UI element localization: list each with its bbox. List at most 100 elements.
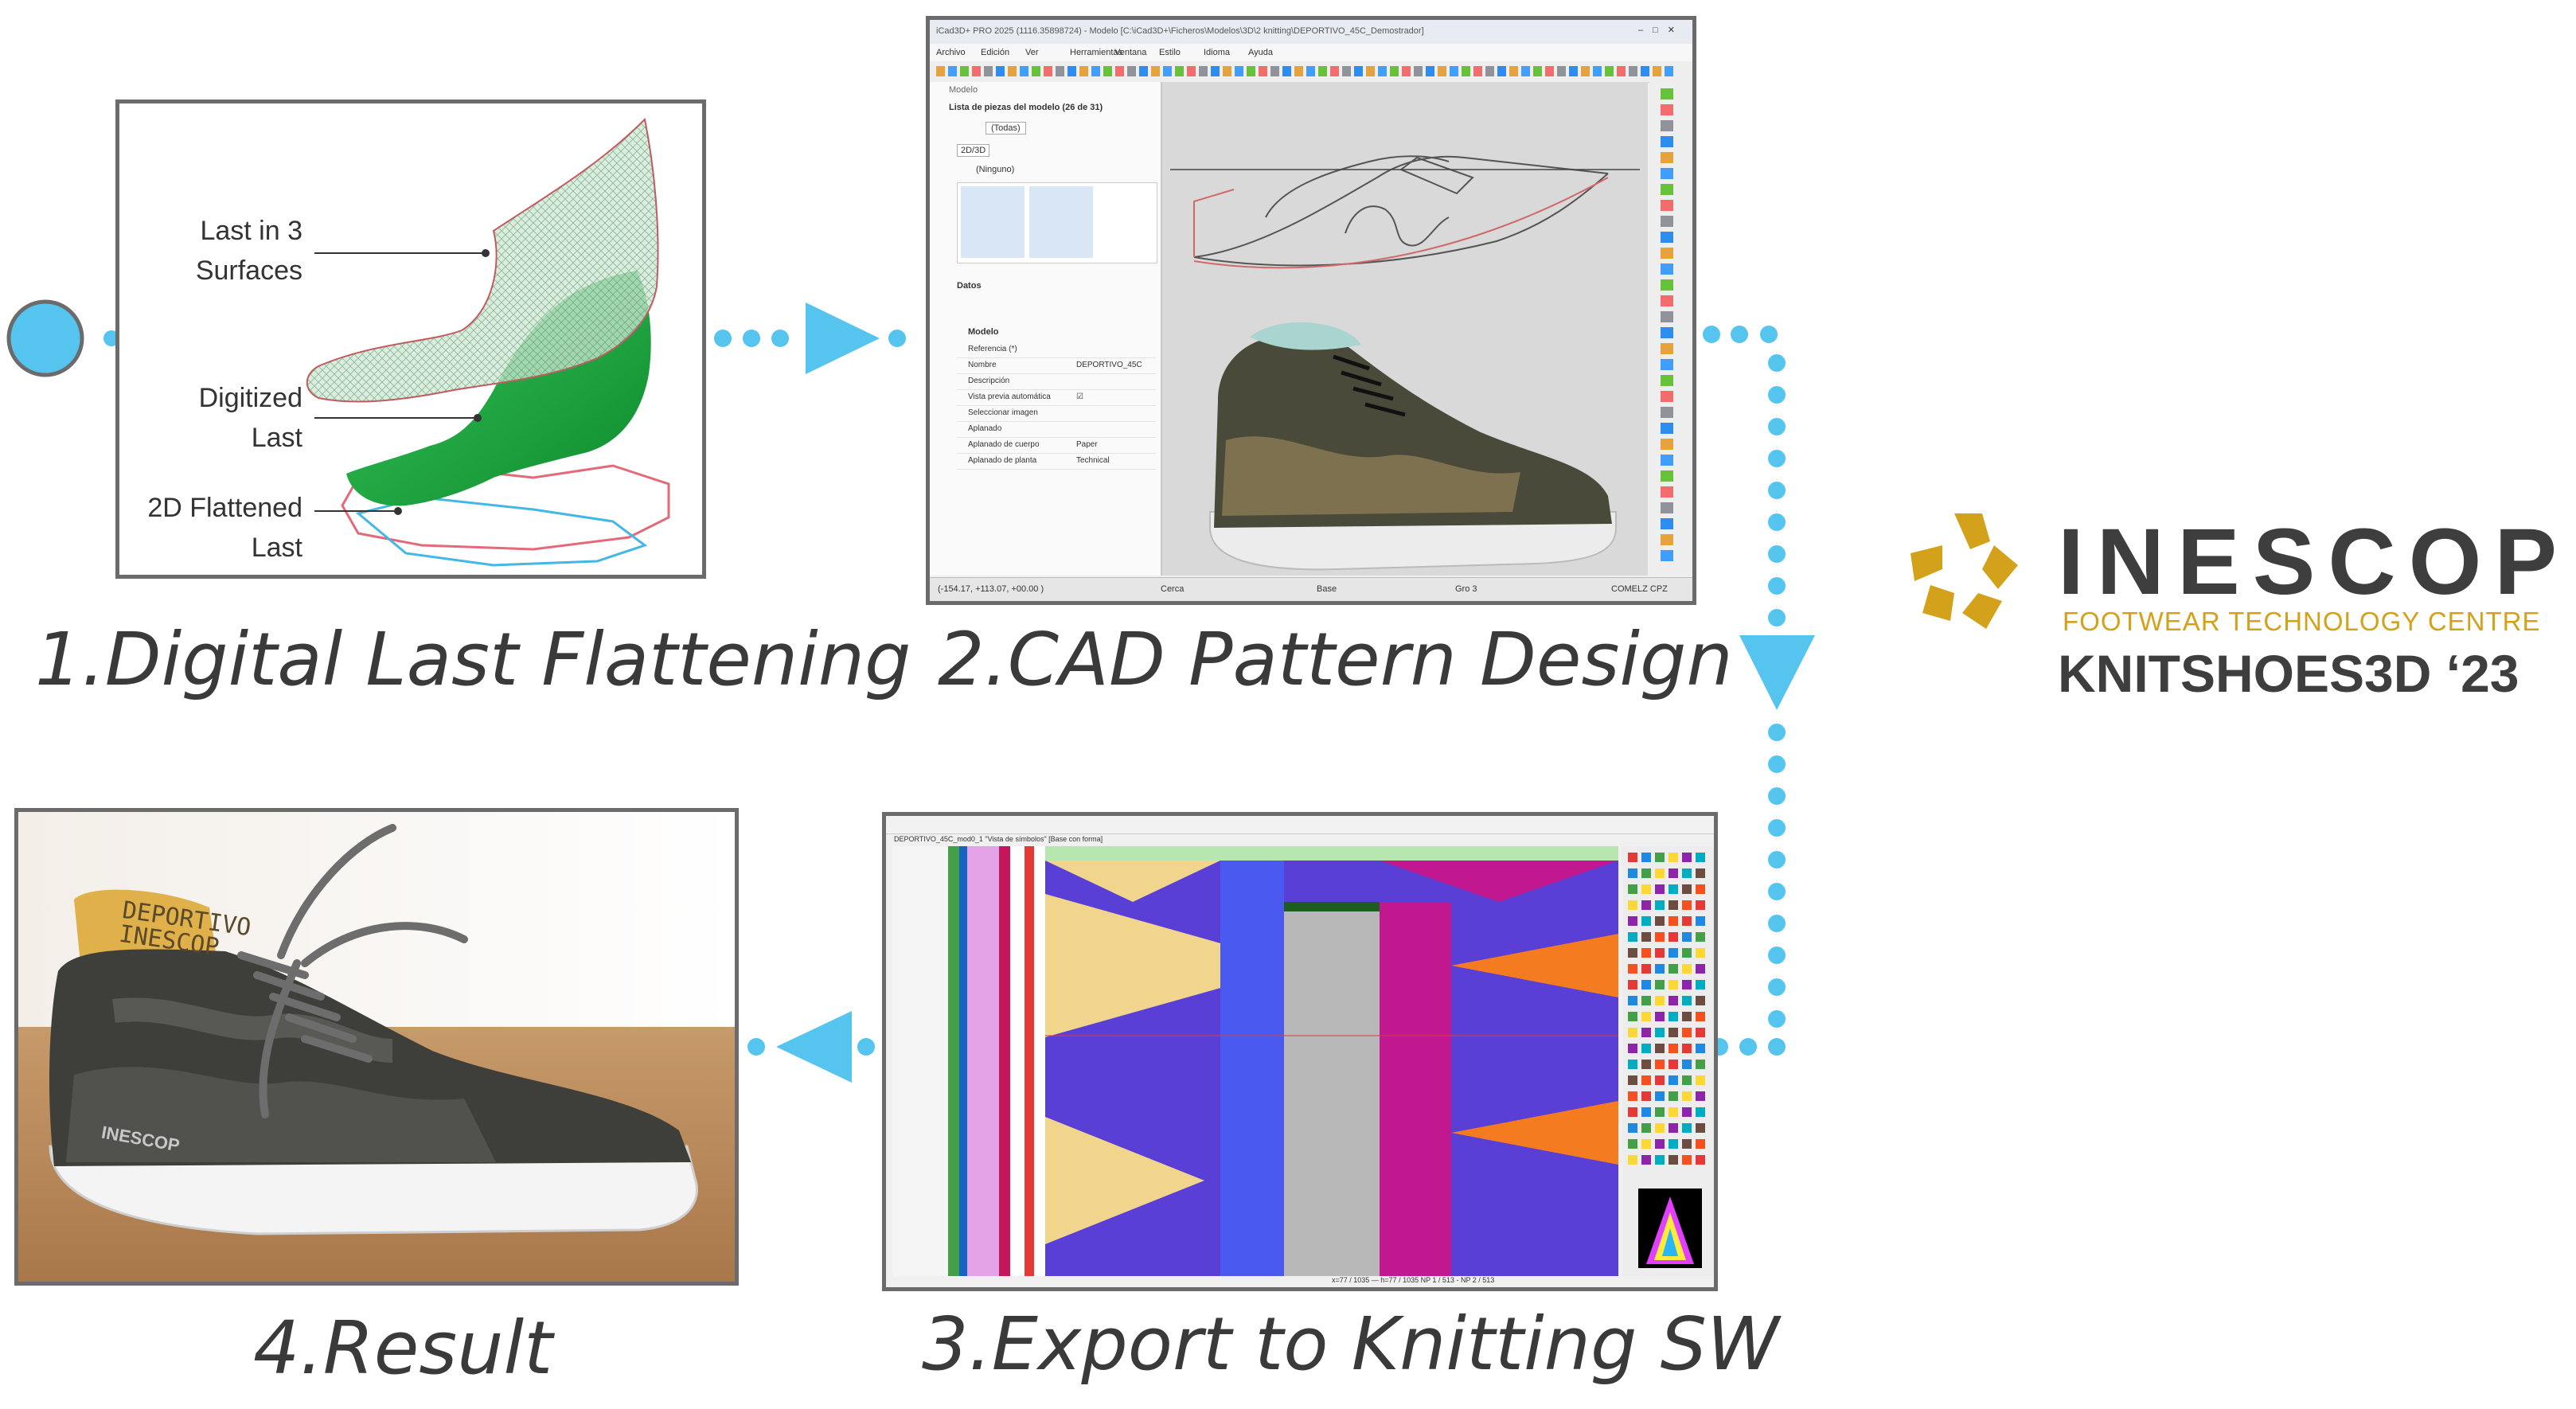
palette-swatch[interactable] xyxy=(1641,1044,1651,1053)
side-tool-icon[interactable] xyxy=(1661,359,1673,370)
palette-swatch[interactable] xyxy=(1655,1028,1665,1037)
toolbar-tool-icon[interactable] xyxy=(936,66,945,76)
property-row[interactable]: Vista previa automática☑ xyxy=(957,389,1156,406)
toolbar-tool-icon[interactable] xyxy=(1569,66,1578,76)
side-tool-icon[interactable] xyxy=(1661,88,1673,100)
palette-swatch[interactable] xyxy=(1628,868,1637,878)
palette-swatch[interactable] xyxy=(1655,1107,1665,1117)
palette-swatch[interactable] xyxy=(1628,916,1637,926)
property-row[interactable]: Seleccionar imagen xyxy=(957,405,1156,422)
palette-swatch[interactable] xyxy=(1696,964,1705,974)
toolbar-tool-icon[interactable] xyxy=(1545,66,1554,76)
palette-swatch[interactable] xyxy=(1655,996,1665,1005)
toolbar-tool-icon[interactable] xyxy=(1187,66,1196,76)
palette-swatch[interactable] xyxy=(1669,996,1678,1005)
side-tool-icon[interactable] xyxy=(1661,518,1673,529)
palette-swatch[interactable] xyxy=(1628,1155,1637,1165)
side-tool-icon[interactable] xyxy=(1661,279,1673,291)
palette-swatch[interactable] xyxy=(1682,853,1692,862)
menu-item[interactable]: Ayuda xyxy=(1248,48,1273,57)
toolbar-tool-icon[interactable] xyxy=(1473,66,1482,76)
toolbar-tool-icon[interactable] xyxy=(1115,66,1124,76)
toolbar-tool-icon[interactable] xyxy=(1617,66,1626,76)
palette-swatch[interactable] xyxy=(1669,932,1678,942)
palette-swatch[interactable] xyxy=(1655,900,1665,910)
toolbar-tool-icon[interactable] xyxy=(1032,66,1040,76)
toolbar-tool-icon[interactable] xyxy=(1521,66,1530,76)
menu-item[interactable]: Herramientas xyxy=(1070,48,1123,57)
palette-swatch[interactable] xyxy=(1655,884,1665,894)
palette-swatch[interactable] xyxy=(1696,1155,1705,1165)
palette-swatch[interactable] xyxy=(1682,1060,1692,1069)
palette-swatch[interactable] xyxy=(1696,1091,1705,1101)
palette-swatch[interactable] xyxy=(1682,884,1692,894)
palette-swatch[interactable] xyxy=(1669,948,1678,958)
side-tool-icon[interactable] xyxy=(1661,295,1673,306)
palette-swatch[interactable] xyxy=(1696,1123,1705,1133)
palette-swatch[interactable] xyxy=(1682,1155,1692,1165)
toolbar-tool-icon[interactable] xyxy=(1342,66,1351,76)
palette-swatch[interactable] xyxy=(1682,1123,1692,1133)
window-controls-icon[interactable]: –□✕ xyxy=(1638,25,1684,35)
palette-swatch[interactable] xyxy=(1641,868,1651,878)
side-tool-icon[interactable] xyxy=(1661,152,1673,163)
side-tool-icon[interactable] xyxy=(1661,168,1673,179)
side-tool-icon[interactable] xyxy=(1661,375,1673,386)
palette-swatch[interactable] xyxy=(1655,1139,1665,1149)
side-tool-icon[interactable] xyxy=(1661,263,1673,275)
toolbar-tool-icon[interactable] xyxy=(1485,66,1494,76)
palette-swatch[interactable] xyxy=(1628,980,1637,989)
palette-swatch[interactable] xyxy=(1628,884,1637,894)
toolbar-tool-icon[interactable] xyxy=(1665,66,1673,76)
toolbar-tool-icon[interactable] xyxy=(1306,66,1315,76)
palette-swatch[interactable] xyxy=(1669,964,1678,974)
palette-swatch[interactable] xyxy=(1641,853,1651,862)
palette-swatch[interactable] xyxy=(1641,1107,1651,1117)
toolbar-tool-icon[interactable] xyxy=(1056,66,1064,76)
menu-item[interactable]: Ventana xyxy=(1114,48,1147,57)
toolbar-tool-icon[interactable] xyxy=(1163,66,1172,76)
palette-swatch[interactable] xyxy=(1682,1075,1692,1085)
palette-swatch[interactable] xyxy=(1669,868,1678,878)
toolbar-tool-icon[interactable] xyxy=(1581,66,1590,76)
palette-swatch[interactable] xyxy=(1641,884,1651,894)
palette-swatch[interactable] xyxy=(1641,1091,1651,1101)
toolbar-tool-icon[interactable] xyxy=(1462,66,1470,76)
palette-swatch[interactable] xyxy=(1696,853,1705,862)
palette-swatch[interactable] xyxy=(1641,1155,1651,1165)
palette-swatch[interactable] xyxy=(1628,1060,1637,1069)
palette-swatch[interactable] xyxy=(1696,1028,1705,1037)
palette-swatch[interactable] xyxy=(1696,884,1705,894)
piece-thumbnail-1[interactable] xyxy=(961,186,1025,258)
side-tool-icon[interactable] xyxy=(1661,232,1673,243)
palette-swatch[interactable] xyxy=(1682,1044,1692,1053)
toolbar-tool-icon[interactable] xyxy=(1593,66,1602,76)
side-tool-icon[interactable] xyxy=(1661,311,1673,322)
palette-swatch[interactable] xyxy=(1669,884,1678,894)
side-tool-icon[interactable] xyxy=(1661,439,1673,450)
palette-swatch[interactable] xyxy=(1682,1028,1692,1037)
palette-swatch[interactable] xyxy=(1655,1044,1665,1053)
palette-swatch[interactable] xyxy=(1655,932,1665,942)
toolbar-tool-icon[interactable] xyxy=(1247,66,1255,76)
toolbar-tool-icon[interactable] xyxy=(1366,66,1375,76)
toolbar-tool-icon[interactable] xyxy=(1402,66,1411,76)
palette-swatch[interactable] xyxy=(1628,900,1637,910)
side-tool-icon[interactable] xyxy=(1661,470,1673,482)
palette-swatch[interactable] xyxy=(1696,1075,1705,1085)
side-tool-icon[interactable] xyxy=(1661,200,1673,211)
palette-swatch[interactable] xyxy=(1641,1123,1651,1133)
side-tool-icon[interactable] xyxy=(1661,327,1673,338)
toolbar-tool-icon[interactable] xyxy=(1509,66,1518,76)
palette-swatch[interactable] xyxy=(1682,1012,1692,1021)
palette-swatch[interactable] xyxy=(1641,996,1651,1005)
toolbar-tool-icon[interactable] xyxy=(1641,66,1649,76)
toolbar-tool-icon[interactable] xyxy=(948,66,957,76)
toolbar-tool-icon[interactable] xyxy=(1175,66,1184,76)
palette-swatch[interactable] xyxy=(1655,868,1665,878)
toolbar-tool-icon[interactable] xyxy=(1235,66,1243,76)
palette-swatch[interactable] xyxy=(1682,948,1692,958)
side-tool-icon[interactable] xyxy=(1661,407,1673,418)
palette-swatch[interactable] xyxy=(1628,1075,1637,1085)
